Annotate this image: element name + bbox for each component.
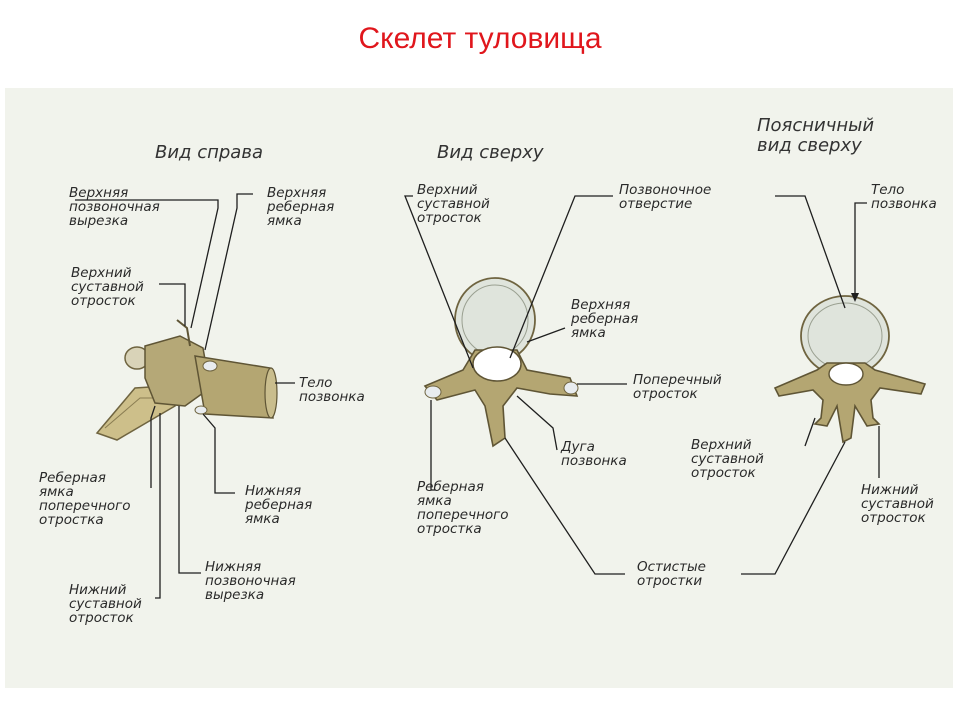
label-side-upper-costal-fovea: Верхняя реберная ямка <box>267 185 335 229</box>
label-side-lower-vertebral-notch: Нижняя позвоночная вырезка <box>205 559 296 603</box>
label-top-transverse-costal-fovea: Реберная ямка поперечного отростка <box>417 479 509 537</box>
heading-lumbar-view: Поясничный вид сверху <box>757 115 875 156</box>
label-top-vertebral-foramen: Позвоночное отверстие <box>619 182 712 212</box>
top-view-vertebra <box>423 277 579 448</box>
vertebra-diagram: Вид справа Вид сверху Поясничный вид све… <box>5 88 953 688</box>
lumbar-vertebra <box>773 295 927 444</box>
label-top-transverse-process: Поперечный отросток <box>633 372 722 402</box>
label-top-vertebral-arch: Дуга позвонка <box>561 439 627 469</box>
label-side-transverse-costal-fovea: Реберная ямка поперечного отростка <box>39 470 131 528</box>
arrow-icon <box>851 293 859 302</box>
label-side-lower-costal-fovea: Нижняя реберная ямка <box>245 483 313 527</box>
label-lumbar-lower-articular-process: Нижний суставной отросток <box>861 482 934 526</box>
label-side-vertebral-body: Тело позвонка <box>299 375 365 405</box>
slide-title: Скелет туловища <box>358 22 602 55</box>
label-side-upper-articular-process: Верхний суставной отросток <box>71 265 144 309</box>
label-top-upper-articular-process: Верхний суставной отросток <box>417 182 490 226</box>
side-view-vertebra <box>95 319 278 441</box>
label-lumbar-vertebral-body: Тело позвонка <box>871 182 937 212</box>
label-top-upper-costal-fovea: Верхняя реберная ямка <box>571 297 639 341</box>
heading-side-view: Вид справа <box>155 142 263 163</box>
label-side-lower-articular-process: Нижний суставной отросток <box>69 582 142 626</box>
label-lumbar-upper-articular-process: Верхний суставной отросток <box>691 437 764 481</box>
label-spinous-processes: Остистые отростки <box>637 559 706 589</box>
vertebra-illustration <box>75 193 927 599</box>
leader-lines <box>75 193 880 599</box>
label-side-upper-vertebral-notch: Верхняя позвоночная вырезка <box>69 185 160 229</box>
heading-top-view: Вид сверху <box>437 142 544 163</box>
